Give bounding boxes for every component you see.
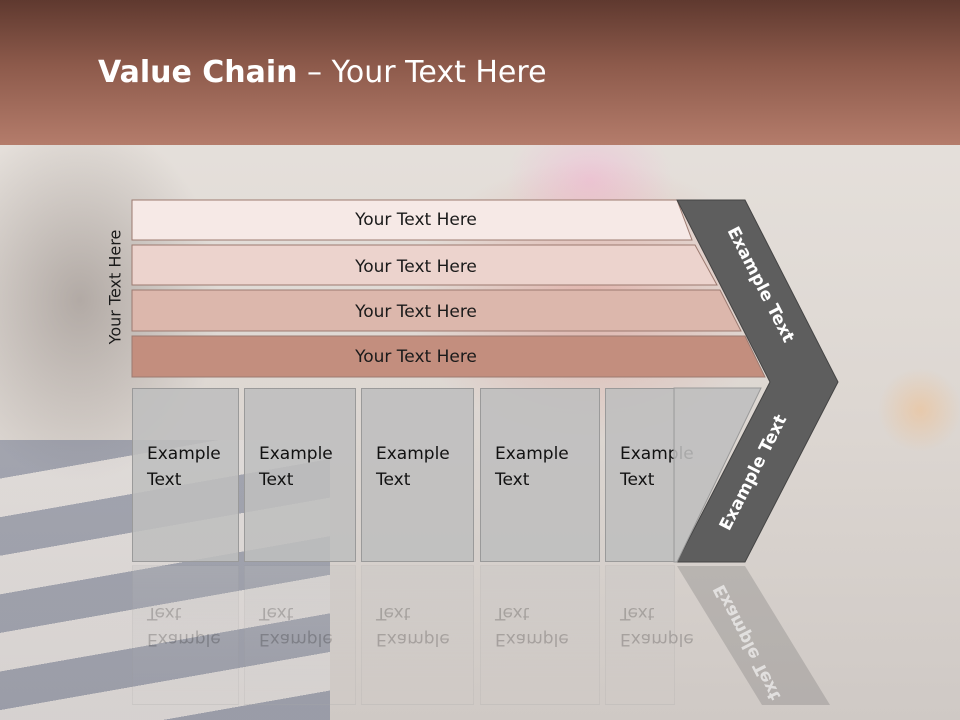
box-2-reflection: Example Text xyxy=(244,565,356,705)
box-4-line1: Example xyxy=(495,444,569,464)
box-2-line1: Example xyxy=(259,444,333,464)
bar-1 xyxy=(131,199,693,241)
box-3-line1: Example xyxy=(376,444,450,464)
bar-3-label: Your Text Here xyxy=(354,302,477,322)
chevron-reflection xyxy=(677,566,830,705)
box-3-reflection-line2: Text xyxy=(376,603,411,623)
title-bold: Value Chain xyxy=(98,55,298,90)
title-rest: – Your Text Here xyxy=(297,55,547,90)
box-4-line2: Text xyxy=(495,470,530,490)
chevron-arrow xyxy=(676,199,839,563)
slide-title: Value Chain – Your Text Here xyxy=(98,55,547,90)
box-5-reflection: Example Text xyxy=(605,565,694,705)
box-1-reflection-line2: Text xyxy=(147,603,182,623)
bar-3 xyxy=(131,289,742,332)
box-2-line2: Text xyxy=(259,470,294,490)
bar-2 xyxy=(131,244,718,286)
activity-box-2: Example Text xyxy=(244,388,356,562)
box-5-line2: Text xyxy=(620,470,655,490)
box-3-line2: Text xyxy=(376,470,411,490)
box-2-reflection-line2: Text xyxy=(259,603,294,623)
bar-4-label: Your Text Here xyxy=(354,347,477,367)
bar-2-label: Your Text Here xyxy=(354,257,477,277)
bar-4 xyxy=(131,335,766,378)
title-bar: Value Chain – Your Text Here xyxy=(0,0,960,145)
box-3-reflection: Example Text xyxy=(361,565,474,705)
box-4-reflection-line1: Example xyxy=(495,629,569,649)
activity-box-3: Example Text xyxy=(361,388,474,562)
bar-1-label: Your Text Here xyxy=(354,210,477,230)
box-2-reflection-line1: Example xyxy=(259,629,333,649)
box-5-reflection-line1: Example xyxy=(620,629,694,649)
box-5-reflection-line2: Text xyxy=(620,603,655,623)
activity-box-4: Example Text xyxy=(480,388,600,562)
box-4-reflection-line2: Text xyxy=(495,603,530,623)
box-1-line1: Example xyxy=(147,444,221,464)
box-3-reflection-line1: Example xyxy=(376,629,450,649)
box-4-reflection: Example Text xyxy=(480,565,600,705)
box-1-reflection: Example Text xyxy=(132,565,239,705)
activity-box-5: Example Text xyxy=(605,388,694,562)
box-1-line2: Text xyxy=(147,470,182,490)
box-1-reflection-line1: Example xyxy=(147,629,221,649)
activity-box-1: Example Text xyxy=(132,388,239,562)
